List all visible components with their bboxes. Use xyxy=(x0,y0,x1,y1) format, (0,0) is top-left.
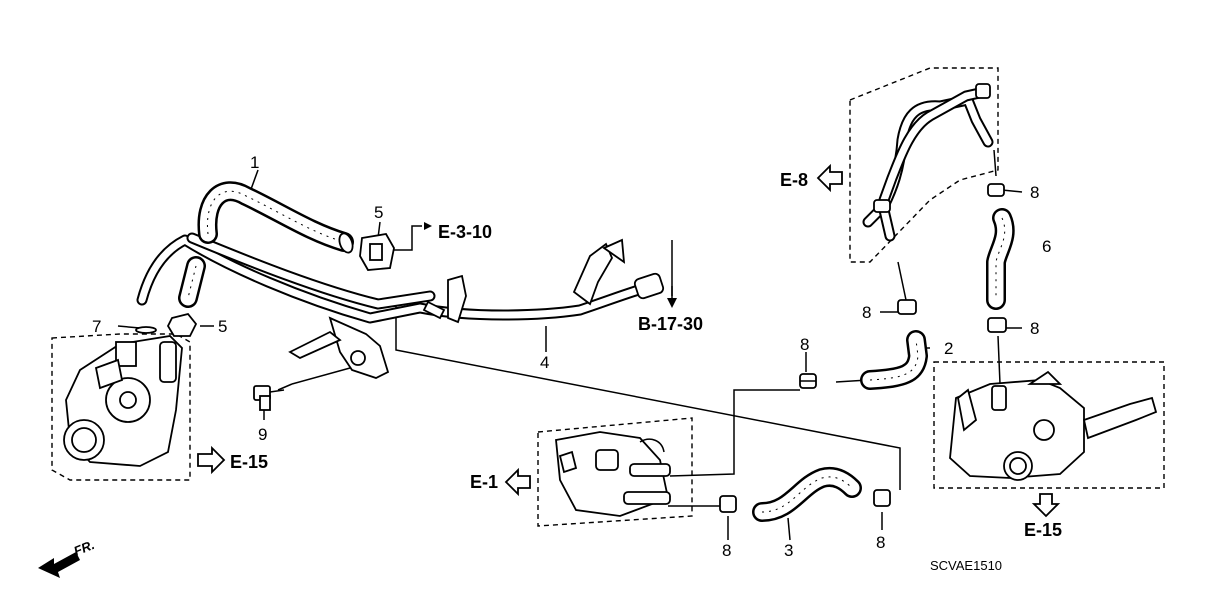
arrow-e8-icon xyxy=(816,163,843,193)
callout-6: 6 xyxy=(1042,237,1051,256)
ref-e-15-left: E-15 xyxy=(230,452,268,472)
callout-8-d: 8 xyxy=(1030,183,1039,202)
upper-hose xyxy=(178,181,354,308)
pipe-brackets xyxy=(288,238,626,379)
ref-e-15-right: E-15 xyxy=(1024,520,1062,540)
clamp-8-e xyxy=(719,495,737,513)
bypass-pipe xyxy=(862,83,994,242)
callout-5-lower: 5 xyxy=(218,317,227,336)
hose-3 xyxy=(752,467,862,522)
diagram-code: SCVAE1510 xyxy=(930,558,1002,573)
o-ring xyxy=(135,326,157,334)
coolant-pipe xyxy=(136,232,665,324)
callout-9: 9 xyxy=(258,425,267,444)
arrow-b1730-icon xyxy=(667,286,677,308)
callout-8-e: 8 xyxy=(722,541,731,560)
water-pump-group-box xyxy=(51,333,191,481)
clamp-8-c xyxy=(987,317,1007,333)
callout-2: 2 xyxy=(944,339,953,358)
front-direction-icon xyxy=(38,552,80,578)
clamp-8-a xyxy=(799,373,817,389)
callout-8-b: 8 xyxy=(862,303,871,322)
callout-4: 4 xyxy=(540,353,549,372)
callout-3: 3 xyxy=(784,541,793,560)
front-marker-label: FR. xyxy=(72,537,97,559)
engine-fitting xyxy=(555,431,671,517)
water-pump xyxy=(63,335,183,467)
ref-e-8: E-8 xyxy=(780,170,808,190)
clamp-8-b xyxy=(897,299,917,315)
ref-b-17-30: B-17-30 xyxy=(638,314,703,334)
callout-1: 1 xyxy=(250,153,259,172)
thermostat-housing xyxy=(949,370,1158,481)
hose-clamp-upper xyxy=(359,233,395,271)
callout-8-f: 8 xyxy=(876,533,885,552)
arrow-e310-icon xyxy=(424,222,432,230)
callout-8-a: 8 xyxy=(800,335,809,354)
arrow-e15-right-icon xyxy=(1031,493,1061,518)
callout-7: 7 xyxy=(92,317,101,336)
arrow-e15-left-icon xyxy=(197,445,226,475)
lower-right-housing-group-box xyxy=(933,361,1165,489)
engine-fitting-group-box xyxy=(537,417,693,527)
clamp-8-f xyxy=(873,489,891,507)
clamp-8-d xyxy=(987,183,1005,197)
upper-pipe-group-box xyxy=(849,67,999,263)
ref-e-3-10: E-3-10 xyxy=(438,222,492,242)
callout-8-c: 8 xyxy=(1030,319,1039,338)
hose-6 xyxy=(986,208,1015,310)
arrow-e1-icon xyxy=(504,467,531,497)
ref-e-1: E-1 xyxy=(470,472,498,492)
flange-bolt xyxy=(253,385,285,411)
hose-clamp-lower xyxy=(166,312,198,337)
callout-5-upper: 5 xyxy=(374,203,383,222)
hose-2 xyxy=(860,330,928,390)
